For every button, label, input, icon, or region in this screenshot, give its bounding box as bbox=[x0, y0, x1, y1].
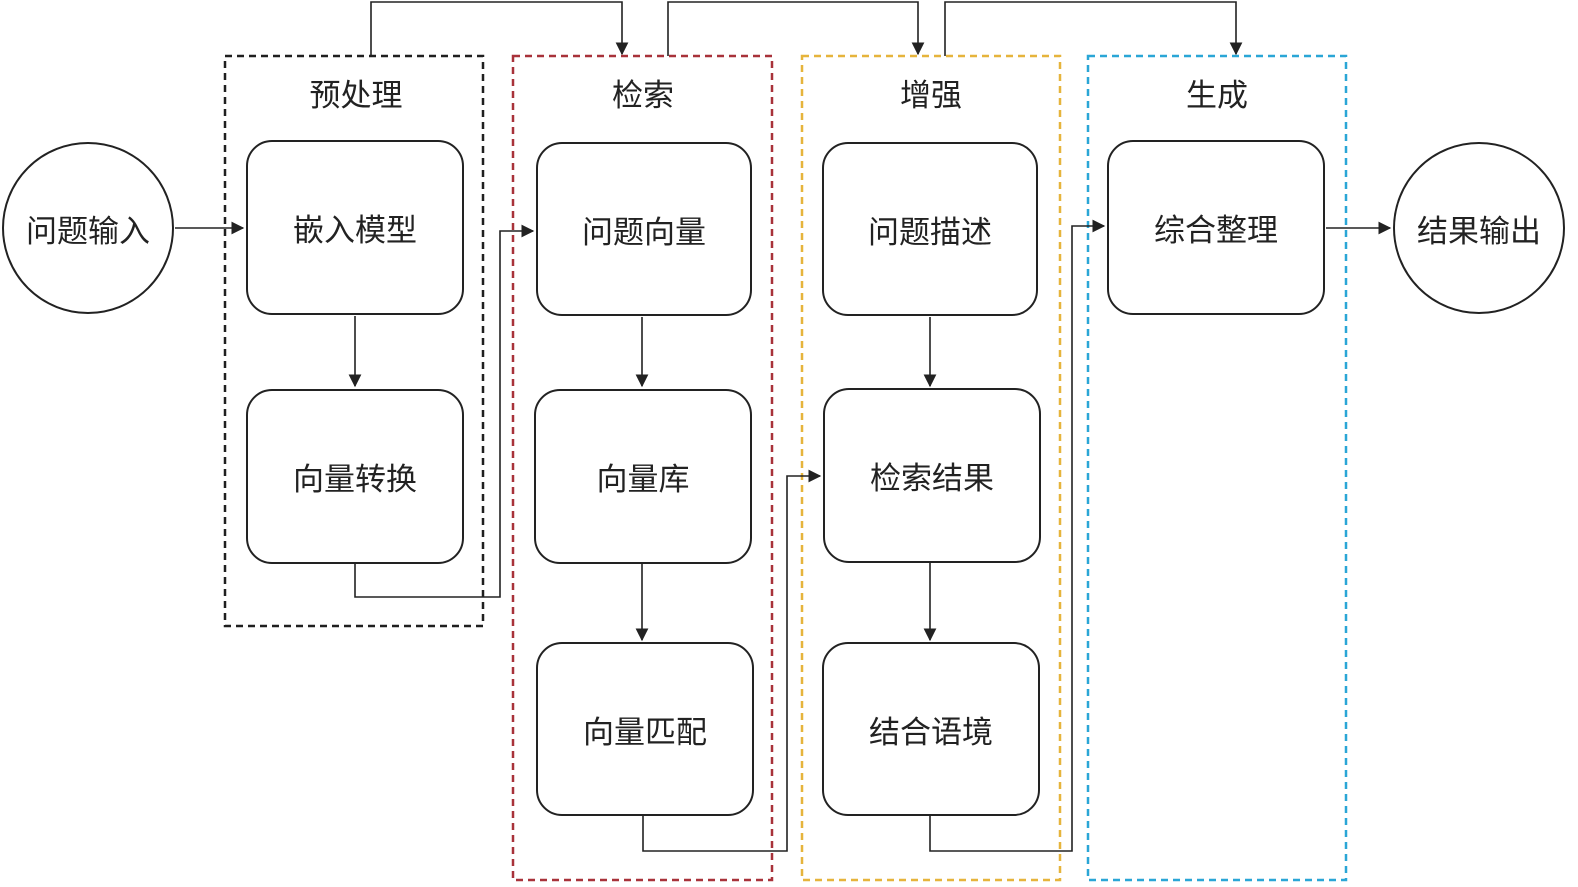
group-frame-generate bbox=[1086, 54, 1348, 882]
top-connector-retrieval-to-augment bbox=[667, 1, 925, 56]
node-synthesis: 综合整理 bbox=[1107, 140, 1325, 315]
node-vector-transform: 向量转换 bbox=[246, 389, 464, 564]
node-query-description: 问题描述 bbox=[822, 142, 1038, 316]
node-vector-match: 向量匹配 bbox=[536, 642, 754, 816]
top-connector-preprocess-to-retrieval bbox=[370, 1, 629, 56]
arrow-context-to-synthesis bbox=[929, 219, 1106, 852]
group-frame-augment bbox=[800, 54, 1062, 882]
node-combine-context: 结合语境 bbox=[822, 642, 1040, 816]
node-retrieval-results: 检索结果 bbox=[823, 388, 1041, 563]
arrow-match-to-results bbox=[642, 469, 822, 852]
group-title-preprocess: 预处理 bbox=[309, 78, 403, 114]
node-vector-store: 向量库 bbox=[534, 389, 752, 564]
group-title-generate: 生成 bbox=[1186, 78, 1248, 114]
node-query-vector: 问题向量 bbox=[536, 142, 752, 316]
group-frame-retrieval bbox=[511, 54, 774, 882]
arrow-transform-to-query-vector bbox=[354, 224, 535, 598]
group-title-augment: 增强 bbox=[900, 78, 962, 114]
group-frame-preprocess bbox=[223, 54, 485, 628]
node-embedding-model: 嵌入模型 bbox=[246, 140, 464, 315]
top-connector-augment-to-generate bbox=[944, 1, 1243, 56]
input-node: 问题输入 bbox=[2, 142, 174, 314]
output-node: 结果输出 bbox=[1393, 142, 1565, 314]
group-title-retrieval: 检索 bbox=[612, 78, 674, 114]
